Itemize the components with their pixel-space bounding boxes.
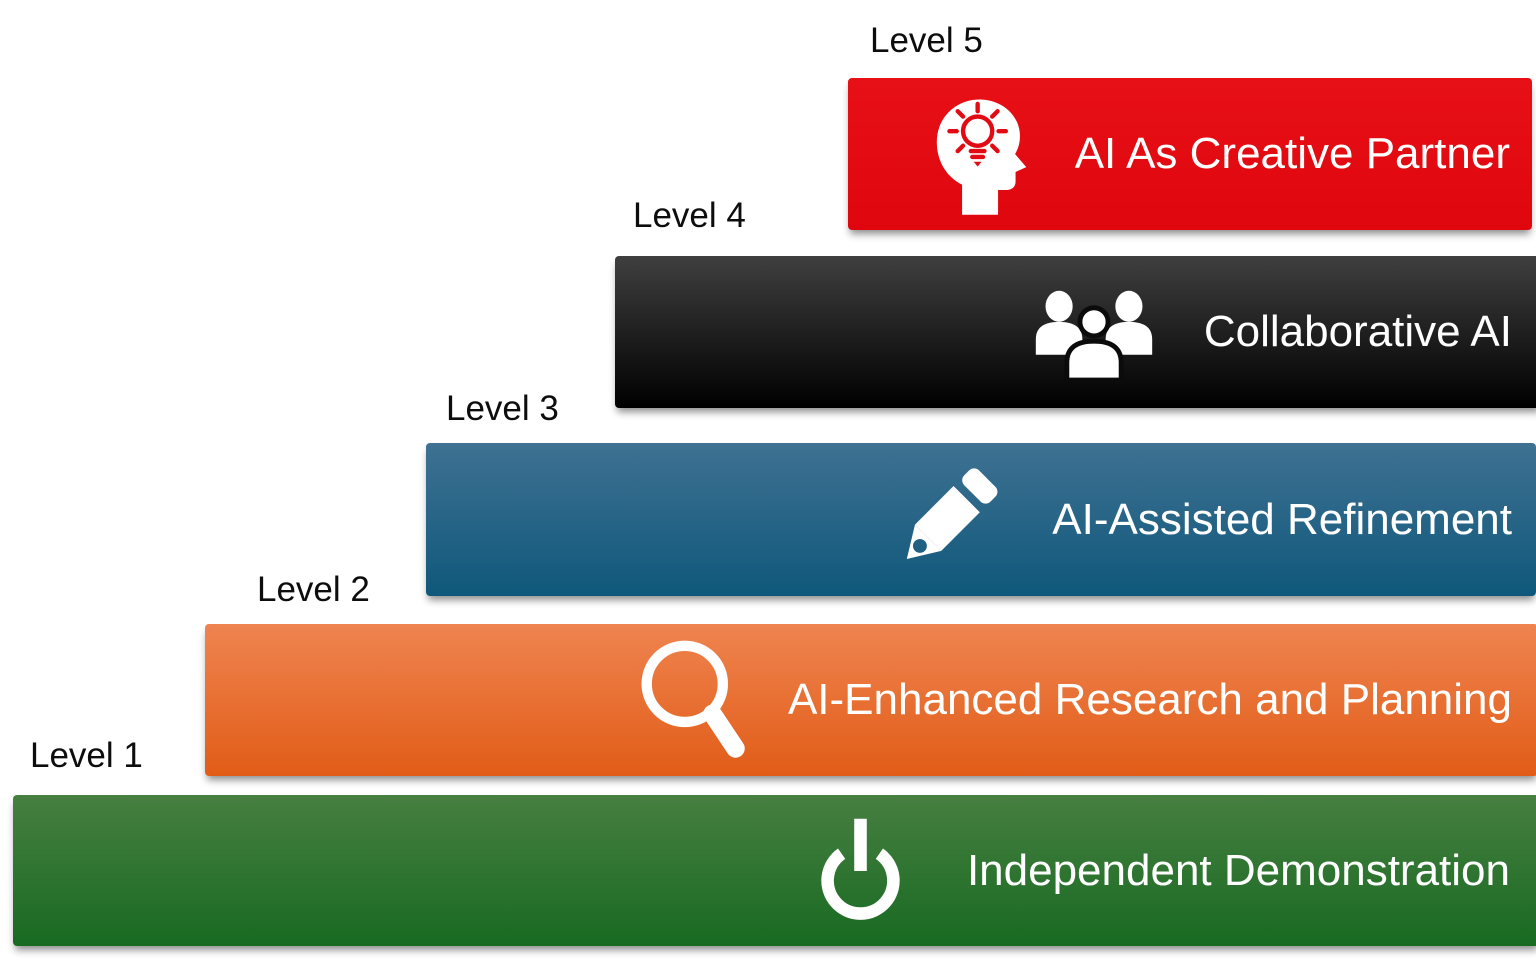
level-4-title: Collaborative AI <box>1203 307 1512 356</box>
level-2-bar: AI-Enhanced Research and Planning <box>205 624 1536 776</box>
search-icon <box>641 640 745 758</box>
level-2-label: Level 2 <box>257 570 370 609</box>
pencil-icon <box>907 467 998 559</box>
level-2-title: AI-Enhanced Research and Planning <box>787 675 1512 724</box>
level-3-bar: AI-Assisted Refinement <box>426 443 1536 596</box>
head-lightbulb-icon <box>936 98 1026 215</box>
level-5-label: Level 5 <box>870 21 983 60</box>
level-1-label: Level 1 <box>30 736 143 775</box>
level-4-bar: Collaborative AI <box>615 256 1536 408</box>
level-3-label: Level 3 <box>446 389 559 428</box>
people-group-icon <box>1035 290 1153 382</box>
level-1-title: Independent Demonstration <box>966 845 1510 895</box>
level-5-title: AI As Creative Partner <box>1074 129 1510 178</box>
level-1-bar: Independent Demonstration <box>13 795 1536 946</box>
level-3-title: AI-Assisted Refinement <box>1052 494 1512 544</box>
level-5-bar: AI As Creative Partner <box>848 78 1532 230</box>
level-4-label: Level 4 <box>633 196 746 235</box>
power-icon <box>821 818 900 920</box>
